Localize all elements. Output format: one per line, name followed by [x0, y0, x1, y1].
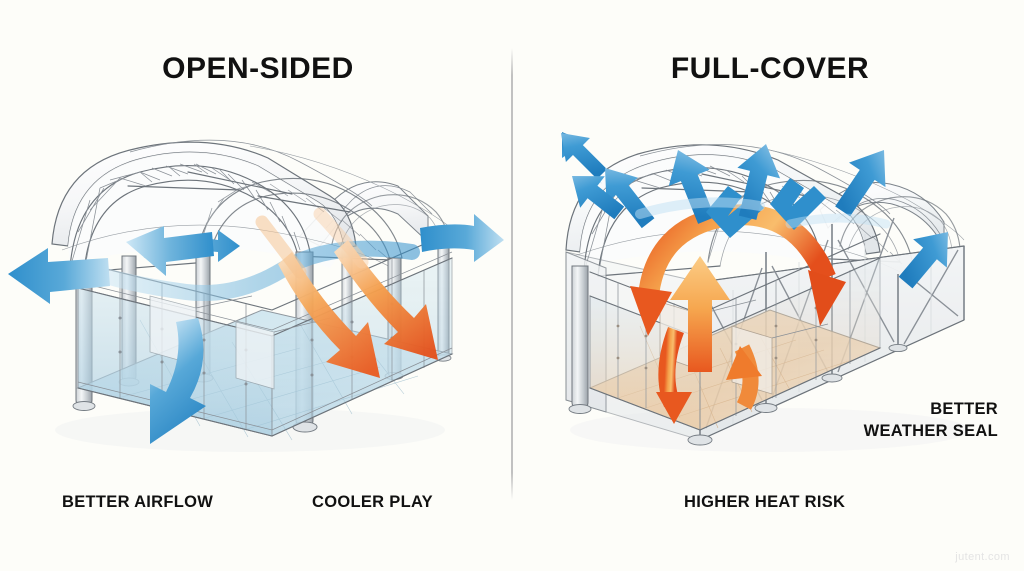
page-title-open-sided: OPEN-SIDED	[162, 52, 354, 85]
arch-truss-front	[69, 163, 311, 273]
caption-better-airflow: BETTER AIRFLOW	[62, 493, 214, 511]
panel-divider	[511, 48, 513, 500]
airflow-arrow-right-exit	[420, 214, 504, 262]
caption-higher-heat-risk: HIGHER HEAT RISK	[684, 493, 846, 511]
open-sided-illustration	[8, 139, 504, 444]
caption-seal-line-1: BETTER	[930, 400, 998, 418]
airflow-arrow-left-exit	[8, 248, 110, 304]
caption-cooler-play: COOLER PLAY	[312, 493, 433, 511]
page-title-full-cover: FULL-COVER	[670, 52, 870, 85]
watermark: jutent.com	[955, 551, 1010, 563]
dome-front-posts	[568, 265, 592, 414]
heat-escape-arrow-2	[334, 240, 438, 360]
caption-better-weather-seal: BETTER WEATHER SEAL	[864, 398, 998, 442]
caption-seal-line-2: WEATHER SEAL	[863, 422, 998, 440]
airflow-arrow-inward	[126, 226, 240, 276]
roof-deflection-arrows	[560, 132, 948, 289]
airflow-arrow-downward	[150, 318, 206, 444]
heat-escape-arrow-1	[278, 252, 380, 378]
